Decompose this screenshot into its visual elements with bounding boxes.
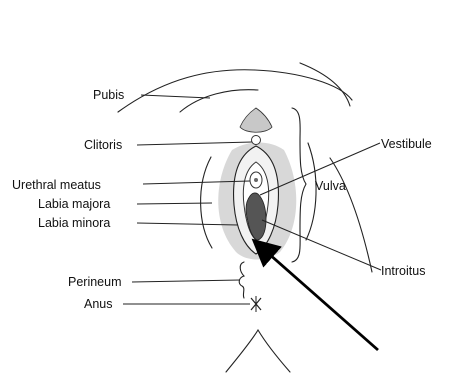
- label-introitus: Introitus: [381, 264, 425, 278]
- pubic-crease: [180, 90, 258, 112]
- label-vestibule: Vestibule: [381, 137, 432, 151]
- pubis-leader: [141, 95, 210, 98]
- clitoris-leader: [137, 142, 252, 145]
- anus-mark: [251, 296, 261, 312]
- label-perineum: Perineum: [68, 275, 122, 289]
- label-labia-majora: Labia majora: [38, 197, 110, 211]
- label-labia-minora: Labia minora: [38, 216, 110, 230]
- label-pubis: Pubis: [93, 88, 124, 102]
- clitoris-glans: [252, 136, 261, 145]
- label-vulva: Vulva: [315, 179, 346, 193]
- buttock-cleft: [226, 330, 290, 372]
- right-thigh-outline: [330, 158, 372, 272]
- clitoral-hood: [240, 108, 272, 132]
- label-urethral-meatus: Urethral meatus: [12, 178, 101, 192]
- urethral-opening: [254, 178, 258, 182]
- left-labia-majora-outline: [201, 157, 212, 248]
- perineum-leader: [132, 280, 240, 282]
- label-anus: Anus: [84, 297, 113, 311]
- label-clitoris: Clitoris: [84, 138, 122, 152]
- right-thigh-curve-top: [300, 63, 350, 106]
